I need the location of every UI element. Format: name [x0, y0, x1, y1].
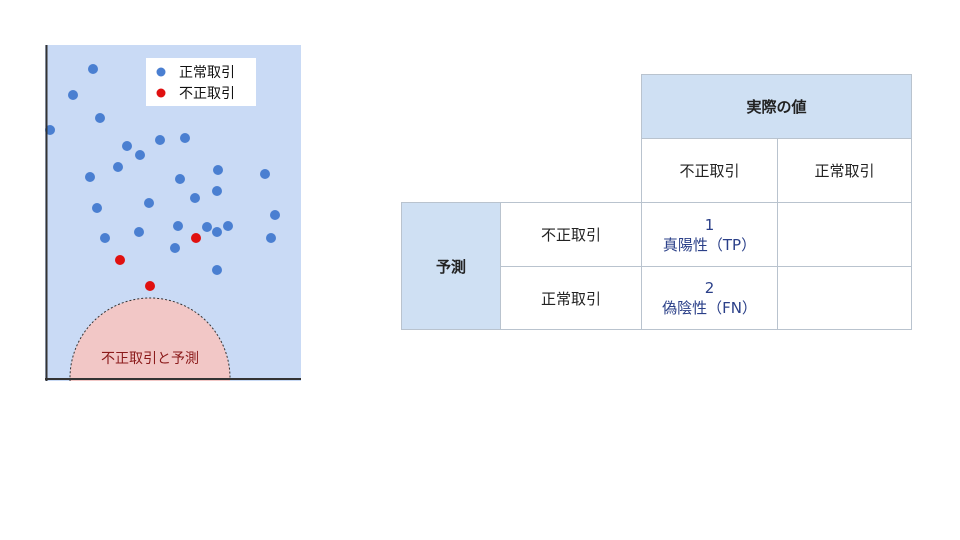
normal-transaction-point	[144, 198, 154, 208]
normal-transaction-point	[213, 165, 223, 175]
fraud-transaction-point	[115, 255, 125, 265]
legend-box	[146, 58, 256, 106]
scatter-plot: 不正取引と予測 正常取引 不正取引	[45, 45, 301, 381]
normal-transaction-point	[134, 227, 144, 237]
cell-fn-number: 2	[704, 279, 715, 297]
actual-col-fraud: 不正取引	[641, 138, 778, 203]
cell-tp-number: 1	[704, 215, 715, 234]
normal-transaction-point	[100, 233, 110, 243]
normal-transaction-point	[135, 150, 145, 160]
actual-col-normal: 正常取引	[777, 138, 912, 203]
normal-transaction-point	[92, 203, 102, 213]
normal-transaction-point	[88, 64, 98, 74]
normal-transaction-point	[202, 222, 212, 232]
fraud-transaction-point	[145, 281, 155, 291]
normal-transaction-point	[155, 135, 165, 145]
normal-transaction-point	[212, 186, 222, 196]
fraud-transaction-point	[191, 233, 201, 243]
predicted-row-normal-label: 正常取引	[540, 289, 601, 308]
actual-value-header-label: 実際の値	[746, 98, 807, 116]
normal-transaction-point	[175, 174, 185, 184]
legend: 正常取引 不正取引	[146, 58, 256, 106]
normal-transaction-point	[122, 141, 132, 151]
legend-marker-fraud	[156, 88, 166, 98]
normal-transaction-point	[212, 227, 222, 237]
normal-transaction-point	[95, 113, 105, 123]
predicted-row-fraud-label: 不正取引	[540, 226, 601, 244]
cell-fn-label: 偽陰性（FN）	[662, 299, 757, 317]
normal-transaction-point	[260, 169, 270, 179]
data-points	[45, 64, 280, 291]
cell-true-positive: 1 真陽性（TP）	[641, 202, 778, 267]
cell-false-negative: 2 偽陰性（FN）	[641, 266, 778, 330]
cell-false-positive	[777, 202, 912, 267]
normal-transaction-point	[223, 221, 233, 231]
normal-transaction-point	[85, 172, 95, 182]
normal-transaction-point	[113, 162, 123, 172]
normal-transaction-point	[180, 133, 190, 143]
prediction-header: 予測	[401, 202, 501, 330]
predicted-row-normal: 正常取引	[500, 266, 642, 330]
cell-tp-label: 真陽性（TP）	[662, 235, 757, 254]
normal-transaction-point	[270, 210, 280, 220]
normal-transaction-point	[190, 193, 200, 203]
fraud-region-label: 不正取引と予測	[101, 351, 199, 367]
normal-transaction-point	[173, 221, 183, 231]
actual-col-normal-label: 正常取引	[814, 162, 875, 180]
predicted-row-fraud: 不正取引	[500, 202, 642, 267]
legend-label-fraud: 不正取引	[179, 86, 235, 102]
normal-transaction-point	[266, 233, 276, 243]
normal-transaction-point	[170, 243, 180, 253]
cell-true-negative	[777, 266, 912, 330]
normal-transaction-point	[212, 265, 222, 275]
legend-label-normal: 正常取引	[179, 65, 235, 81]
actual-col-fraud-label: 不正取引	[679, 162, 740, 180]
prediction-header-label: 予測	[435, 257, 466, 276]
normal-transaction-point	[68, 90, 78, 100]
legend-marker-normal	[156, 67, 166, 77]
actual-value-header: 実際の値	[641, 74, 912, 139]
